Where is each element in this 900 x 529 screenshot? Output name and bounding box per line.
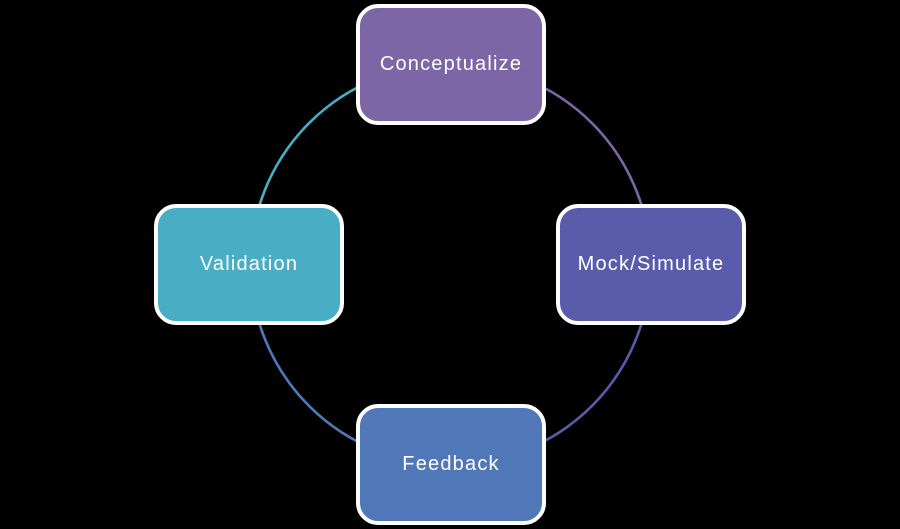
node-feedback-label: Feedback (402, 453, 500, 475)
node-mock-simulate: Mock/Simulate (556, 204, 746, 325)
node-validation: Validation (154, 204, 344, 325)
node-validation-label: Validation (199, 253, 299, 275)
node-feedback: Feedback (356, 404, 546, 525)
node-mock-simulate-label: Mock/Simulate (577, 253, 725, 275)
node-conceptualize: Conceptualize (356, 4, 546, 125)
node-conceptualize-label: Conceptualize (379, 53, 523, 75)
